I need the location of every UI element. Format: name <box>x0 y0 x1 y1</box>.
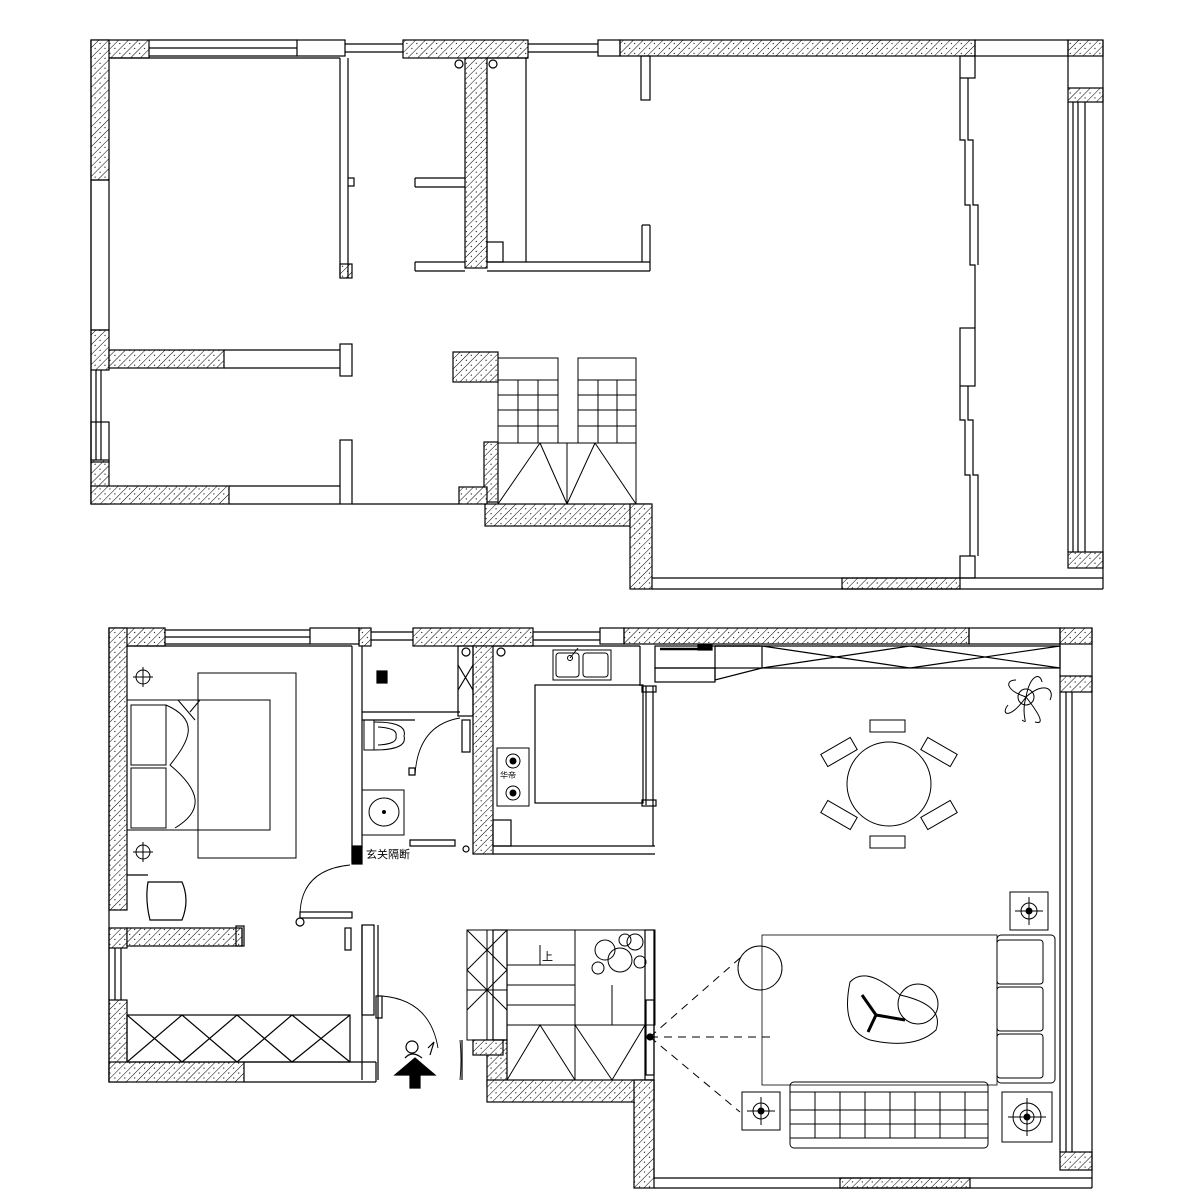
plant-icon <box>1004 676 1052 724</box>
top-stairs <box>497 357 637 505</box>
sink-icon <box>552 647 612 681</box>
stair-up-label: 上 <box>542 950 553 963</box>
sofa-icon <box>789 934 1056 1149</box>
bottom-walls <box>108 627 1093 1189</box>
toilet-icon <box>363 719 405 751</box>
original-floor-plan <box>90 39 1104 590</box>
washbasin-icon <box>361 789 405 836</box>
stairs-icon: 上 <box>466 929 656 1081</box>
entry-partition-label: 玄关隔断 <box>366 847 410 861</box>
cooktop-icon: 华帝 <box>496 747 530 807</box>
top-walls <box>90 39 1104 590</box>
downlight-icon <box>133 667 153 862</box>
dining-table-icon <box>820 719 958 849</box>
downlight-icon <box>741 891 1053 1143</box>
armchair-icon <box>146 881 187 921</box>
cooktop-brand-label: 华帝 <box>500 770 516 780</box>
bed-icon <box>126 672 297 859</box>
coffee-table-icon <box>737 945 939 1044</box>
person-icon <box>393 1040 437 1089</box>
furnished-floor-plan: 华帝 <box>108 627 1093 1189</box>
